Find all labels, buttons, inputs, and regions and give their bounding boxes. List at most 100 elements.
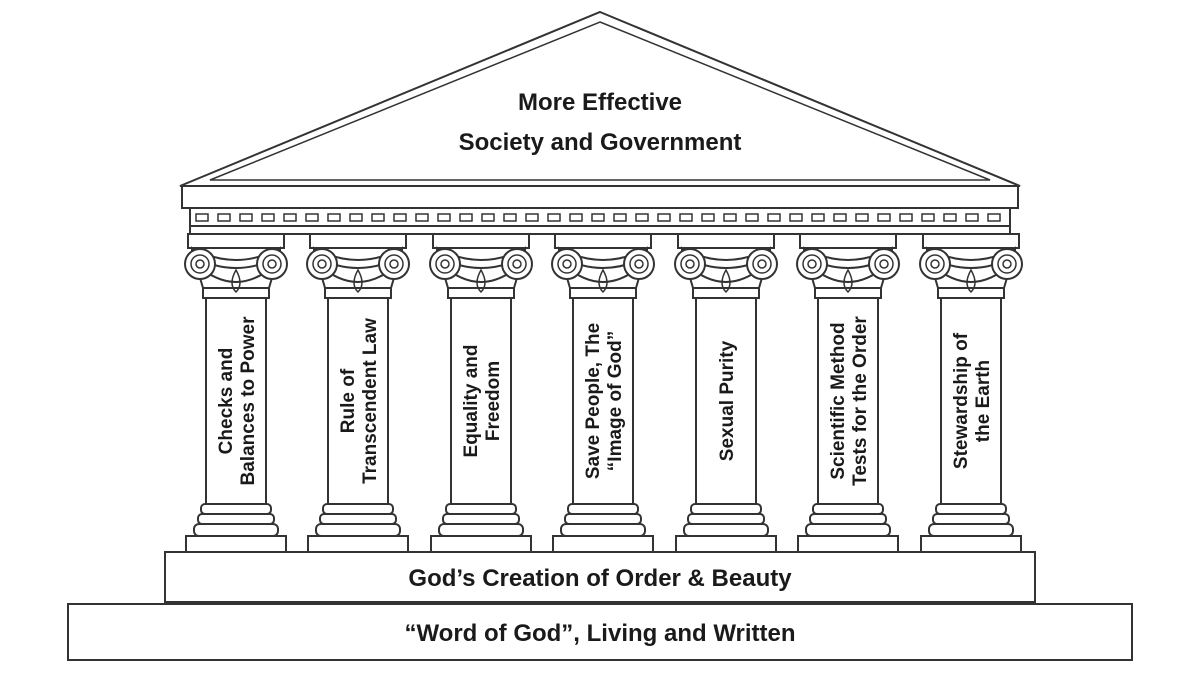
pillar-shaft	[817, 297, 879, 505]
pillar-volute-inner	[997, 254, 1017, 274]
entablature	[181, 185, 1019, 235]
pillar-base-ring	[442, 513, 520, 525]
upper-step	[164, 551, 1036, 603]
pillar-volute-inner	[384, 254, 404, 274]
dentil-row	[195, 213, 1001, 222]
pillar-base-ring	[445, 503, 517, 515]
pillar-volute-eye	[267, 259, 277, 269]
dentil	[723, 213, 737, 222]
pillar-volute-eye	[512, 259, 522, 269]
dentil	[195, 213, 209, 222]
dentil	[481, 213, 495, 222]
dentil	[525, 213, 539, 222]
pillar-volute	[551, 248, 583, 280]
pillar-volute	[623, 248, 655, 280]
pediment-inner	[209, 21, 991, 181]
architrave	[189, 225, 1011, 235]
pillar-base-ring	[935, 503, 1007, 515]
pillar-label-line2: Transcendent Law	[360, 318, 381, 484]
dentil	[899, 213, 913, 222]
pillar-plinth	[185, 535, 287, 553]
lower-step	[67, 603, 1133, 661]
pillar-base-ring	[438, 523, 524, 537]
pillar-label-line1: Sexual Purity	[717, 340, 738, 461]
pillar-leaf	[721, 268, 731, 294]
dentil	[965, 213, 979, 222]
upper-step-label: God’s Creation of Order & Beauty	[408, 565, 792, 592]
pillar-volute	[796, 248, 828, 280]
pillar-volute-eye	[1002, 259, 1012, 269]
pillar-volute	[991, 248, 1023, 280]
pillar-label-line1: Save People, The	[583, 323, 604, 479]
dentil	[701, 213, 715, 222]
pillar-label-line1: Equality and	[461, 345, 482, 458]
pillar-label-line1: Stewardship of	[951, 332, 972, 469]
pillar-plinth	[920, 535, 1022, 553]
pillar-volute-inner	[435, 254, 455, 274]
pillar-leaf	[598, 268, 608, 294]
pillar-plinth	[552, 535, 654, 553]
pillar-label-line1: Rule of	[338, 368, 359, 433]
pillar-volute-inner	[925, 254, 945, 274]
pillar: Save People, The“Image of God”	[551, 233, 655, 553]
dentil	[679, 213, 693, 222]
pillar-base-ring	[319, 513, 397, 525]
pillar-base-ring	[322, 503, 394, 515]
pillar-base-ring	[690, 503, 762, 515]
pillar-abacus	[554, 233, 652, 249]
pillar-volute-inner	[557, 254, 577, 274]
pillar-leaf	[966, 268, 976, 294]
dentil	[305, 213, 319, 222]
pillar-volute-eye	[562, 259, 572, 269]
pillar-leaf	[353, 268, 363, 294]
pillar-volute-inner	[802, 254, 822, 274]
dentil	[635, 213, 649, 222]
roof-title-line2: Society and Government	[459, 129, 742, 156]
dentil	[327, 213, 341, 222]
pillar-volute-inner	[262, 254, 282, 274]
pillar-label-line2: “Image of God”	[605, 331, 626, 471]
pillar-base-ring	[560, 523, 646, 537]
dentil	[437, 213, 451, 222]
pillar-label-line2: Tests for the Order	[850, 316, 871, 486]
dentil	[767, 213, 781, 222]
dentil	[921, 213, 935, 222]
pillar-volute	[429, 248, 461, 280]
pillar-base-ring	[687, 513, 765, 525]
pediment: More Effective Society and Government	[179, 10, 1021, 187]
pillar-volute-eye	[195, 259, 205, 269]
pillar-volute-inner	[752, 254, 772, 274]
pillar-leaf	[843, 268, 853, 294]
pillar-base-ring	[805, 523, 891, 537]
pillar-base-ring	[197, 513, 275, 525]
pillar-volute-eye	[930, 259, 940, 269]
pillar-volute-inner	[190, 254, 210, 274]
dentil	[349, 213, 363, 222]
dentil	[591, 213, 605, 222]
pillar-volute-eye	[389, 259, 399, 269]
roof-title-line1: More Effective	[518, 89, 682, 116]
pillar-volute-inner	[874, 254, 894, 274]
pillar-volute-eye	[634, 259, 644, 269]
dentil	[789, 213, 803, 222]
pillar-volute-inner	[507, 254, 527, 274]
pillar-volute-inner	[680, 254, 700, 274]
dentil	[613, 213, 627, 222]
pillar-plinth	[797, 535, 899, 553]
pillar-volute-inner	[629, 254, 649, 274]
pillar-volute	[306, 248, 338, 280]
pillar-base-ring	[315, 523, 401, 537]
pillar-abacus	[922, 233, 1020, 249]
pillar-volute	[184, 248, 216, 280]
pillar-base-ring	[564, 513, 642, 525]
pillar-volute-eye	[879, 259, 889, 269]
pillar-volute-eye	[440, 259, 450, 269]
pillar-volute	[746, 248, 778, 280]
